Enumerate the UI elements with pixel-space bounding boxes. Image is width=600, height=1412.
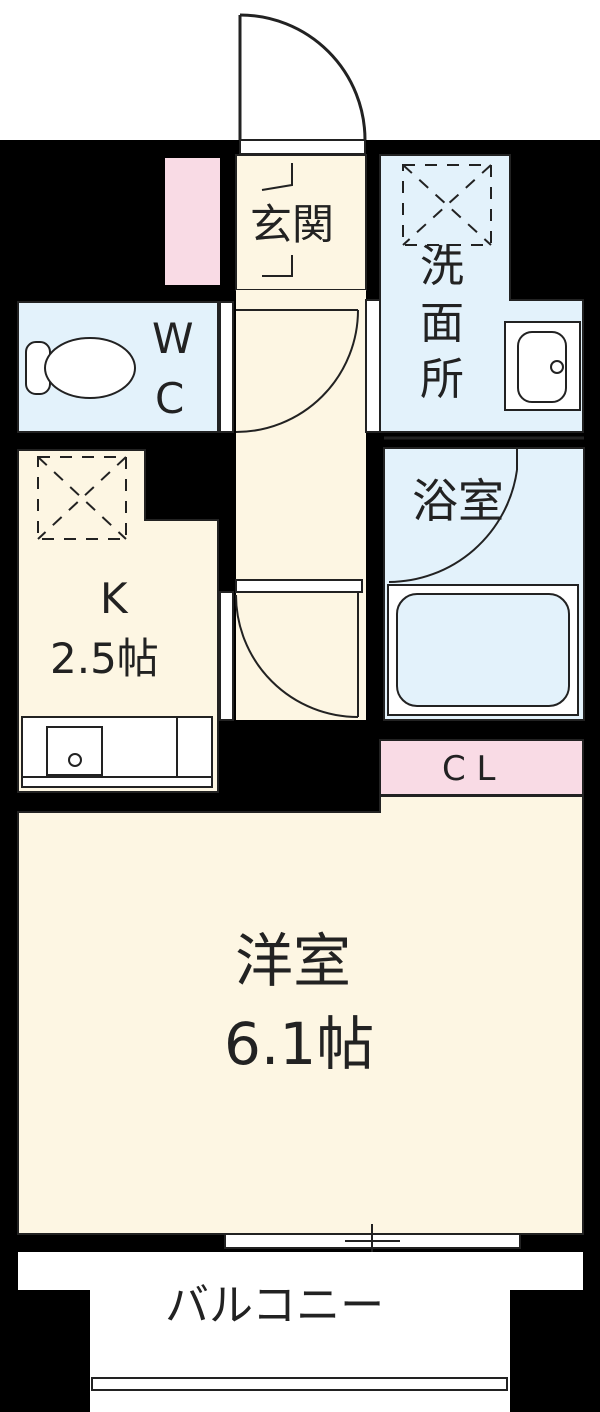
wc-label-c: C	[155, 374, 185, 423]
kitchen-label: K	[100, 574, 128, 623]
washroom-doorway	[365, 299, 381, 433]
balcony-railing	[91, 1377, 508, 1391]
western-room-size: 6.1帖	[224, 1010, 375, 1078]
balcony-label: バルコニー	[165, 1280, 385, 1331]
kitchen-size: 2.5帖	[50, 634, 159, 683]
ventilation-fan-icon	[37, 456, 127, 540]
entrance-label: 玄関	[250, 200, 335, 249]
shoe-cabinet	[165, 158, 220, 285]
ventilation-fan-icon	[402, 164, 492, 246]
balcony-window-icon	[224, 1224, 521, 1256]
corridor-floor	[236, 290, 366, 720]
entrance-door-icon	[238, 13, 367, 155]
entrance-floor	[235, 154, 367, 291]
wc-label-w: W	[152, 314, 194, 363]
room-door-icon	[219, 579, 363, 721]
kitchen-floor	[17, 449, 219, 793]
outer-cutout-top-left	[0, 0, 240, 140]
washroom-label-3: 所	[420, 354, 464, 405]
stove-icon	[21, 716, 213, 788]
toilet-icon	[25, 337, 136, 399]
bath-label: 浴室	[412, 474, 504, 528]
bathtub-icon	[387, 584, 579, 716]
western-room-label: 洋室	[235, 927, 352, 995]
sink-icon	[504, 321, 581, 411]
western-room-floor	[17, 795, 584, 1235]
wc-door-icon	[219, 301, 359, 433]
entrance-step-icon	[261, 163, 293, 277]
outer-cutout-top-right	[365, 0, 600, 140]
washroom-label-1: 洗	[420, 241, 464, 292]
balcony-pillar-right	[510, 1290, 600, 1412]
balcony-pillar-left	[18, 1290, 90, 1412]
closet-label: C L	[442, 749, 496, 789]
washroom-label-2: 面	[420, 298, 464, 349]
bath-door-icon	[388, 448, 518, 583]
